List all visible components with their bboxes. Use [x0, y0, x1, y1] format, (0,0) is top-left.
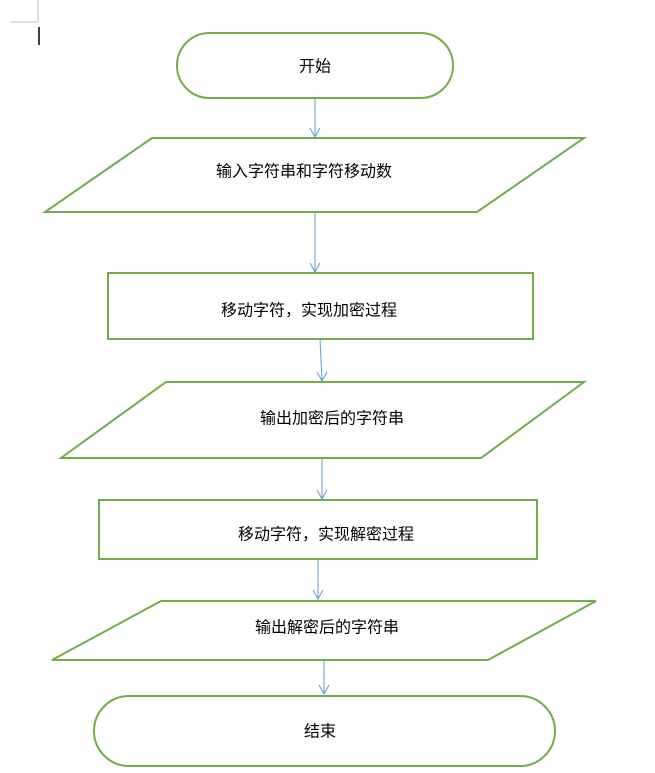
- terminator-shape: [176, 32, 454, 99]
- node-input-label: 输入字符串和字符移动数: [216, 162, 392, 181]
- node-decrypt-label: 移动字符，实现解密过程: [238, 525, 414, 544]
- connector-decrypt-to-output-decrypted: [312, 559, 324, 601]
- connector-encrypt-to-output-encrypted: [316, 338, 328, 383]
- terminator-shape: [93, 695, 556, 767]
- node-input[interactable]: 输入字符串和字符移动数: [41, 137, 588, 213]
- parallelogram-shape: [51, 600, 597, 661]
- parallelogram-shape: [57, 381, 588, 459]
- page-corner-mark: [10, 0, 39, 23]
- connector-start-to-input: [309, 98, 321, 139]
- connector-output-encrypted-to-decrypt: [316, 458, 328, 501]
- parallelogram-shape: [41, 137, 588, 213]
- node-start-label: 开始: [299, 57, 331, 76]
- node-encrypt-label: 移动字符，实现加密过程: [221, 301, 397, 320]
- node-output-decrypted[interactable]: 输出解密后的字符串: [51, 600, 597, 661]
- node-output-encrypted[interactable]: 输出加密后的字符串: [57, 381, 588, 459]
- process-shape: [107, 272, 534, 340]
- node-start[interactable]: 开始: [176, 32, 454, 99]
- node-end-label: 结束: [304, 722, 336, 741]
- node-end[interactable]: 结束: [93, 695, 556, 767]
- node-output-encrypted-label: 输出加密后的字符串: [260, 409, 404, 428]
- process-shape: [98, 499, 538, 560]
- node-encrypt[interactable]: 移动字符，实现加密过程: [107, 272, 534, 340]
- connector-input-to-encrypt: [309, 212, 321, 274]
- connector-output-decrypted-to-end: [318, 660, 330, 696]
- node-decrypt[interactable]: 移动字符，实现解密过程: [98, 499, 538, 560]
- node-output-decrypted-label: 输出解密后的字符串: [255, 618, 399, 637]
